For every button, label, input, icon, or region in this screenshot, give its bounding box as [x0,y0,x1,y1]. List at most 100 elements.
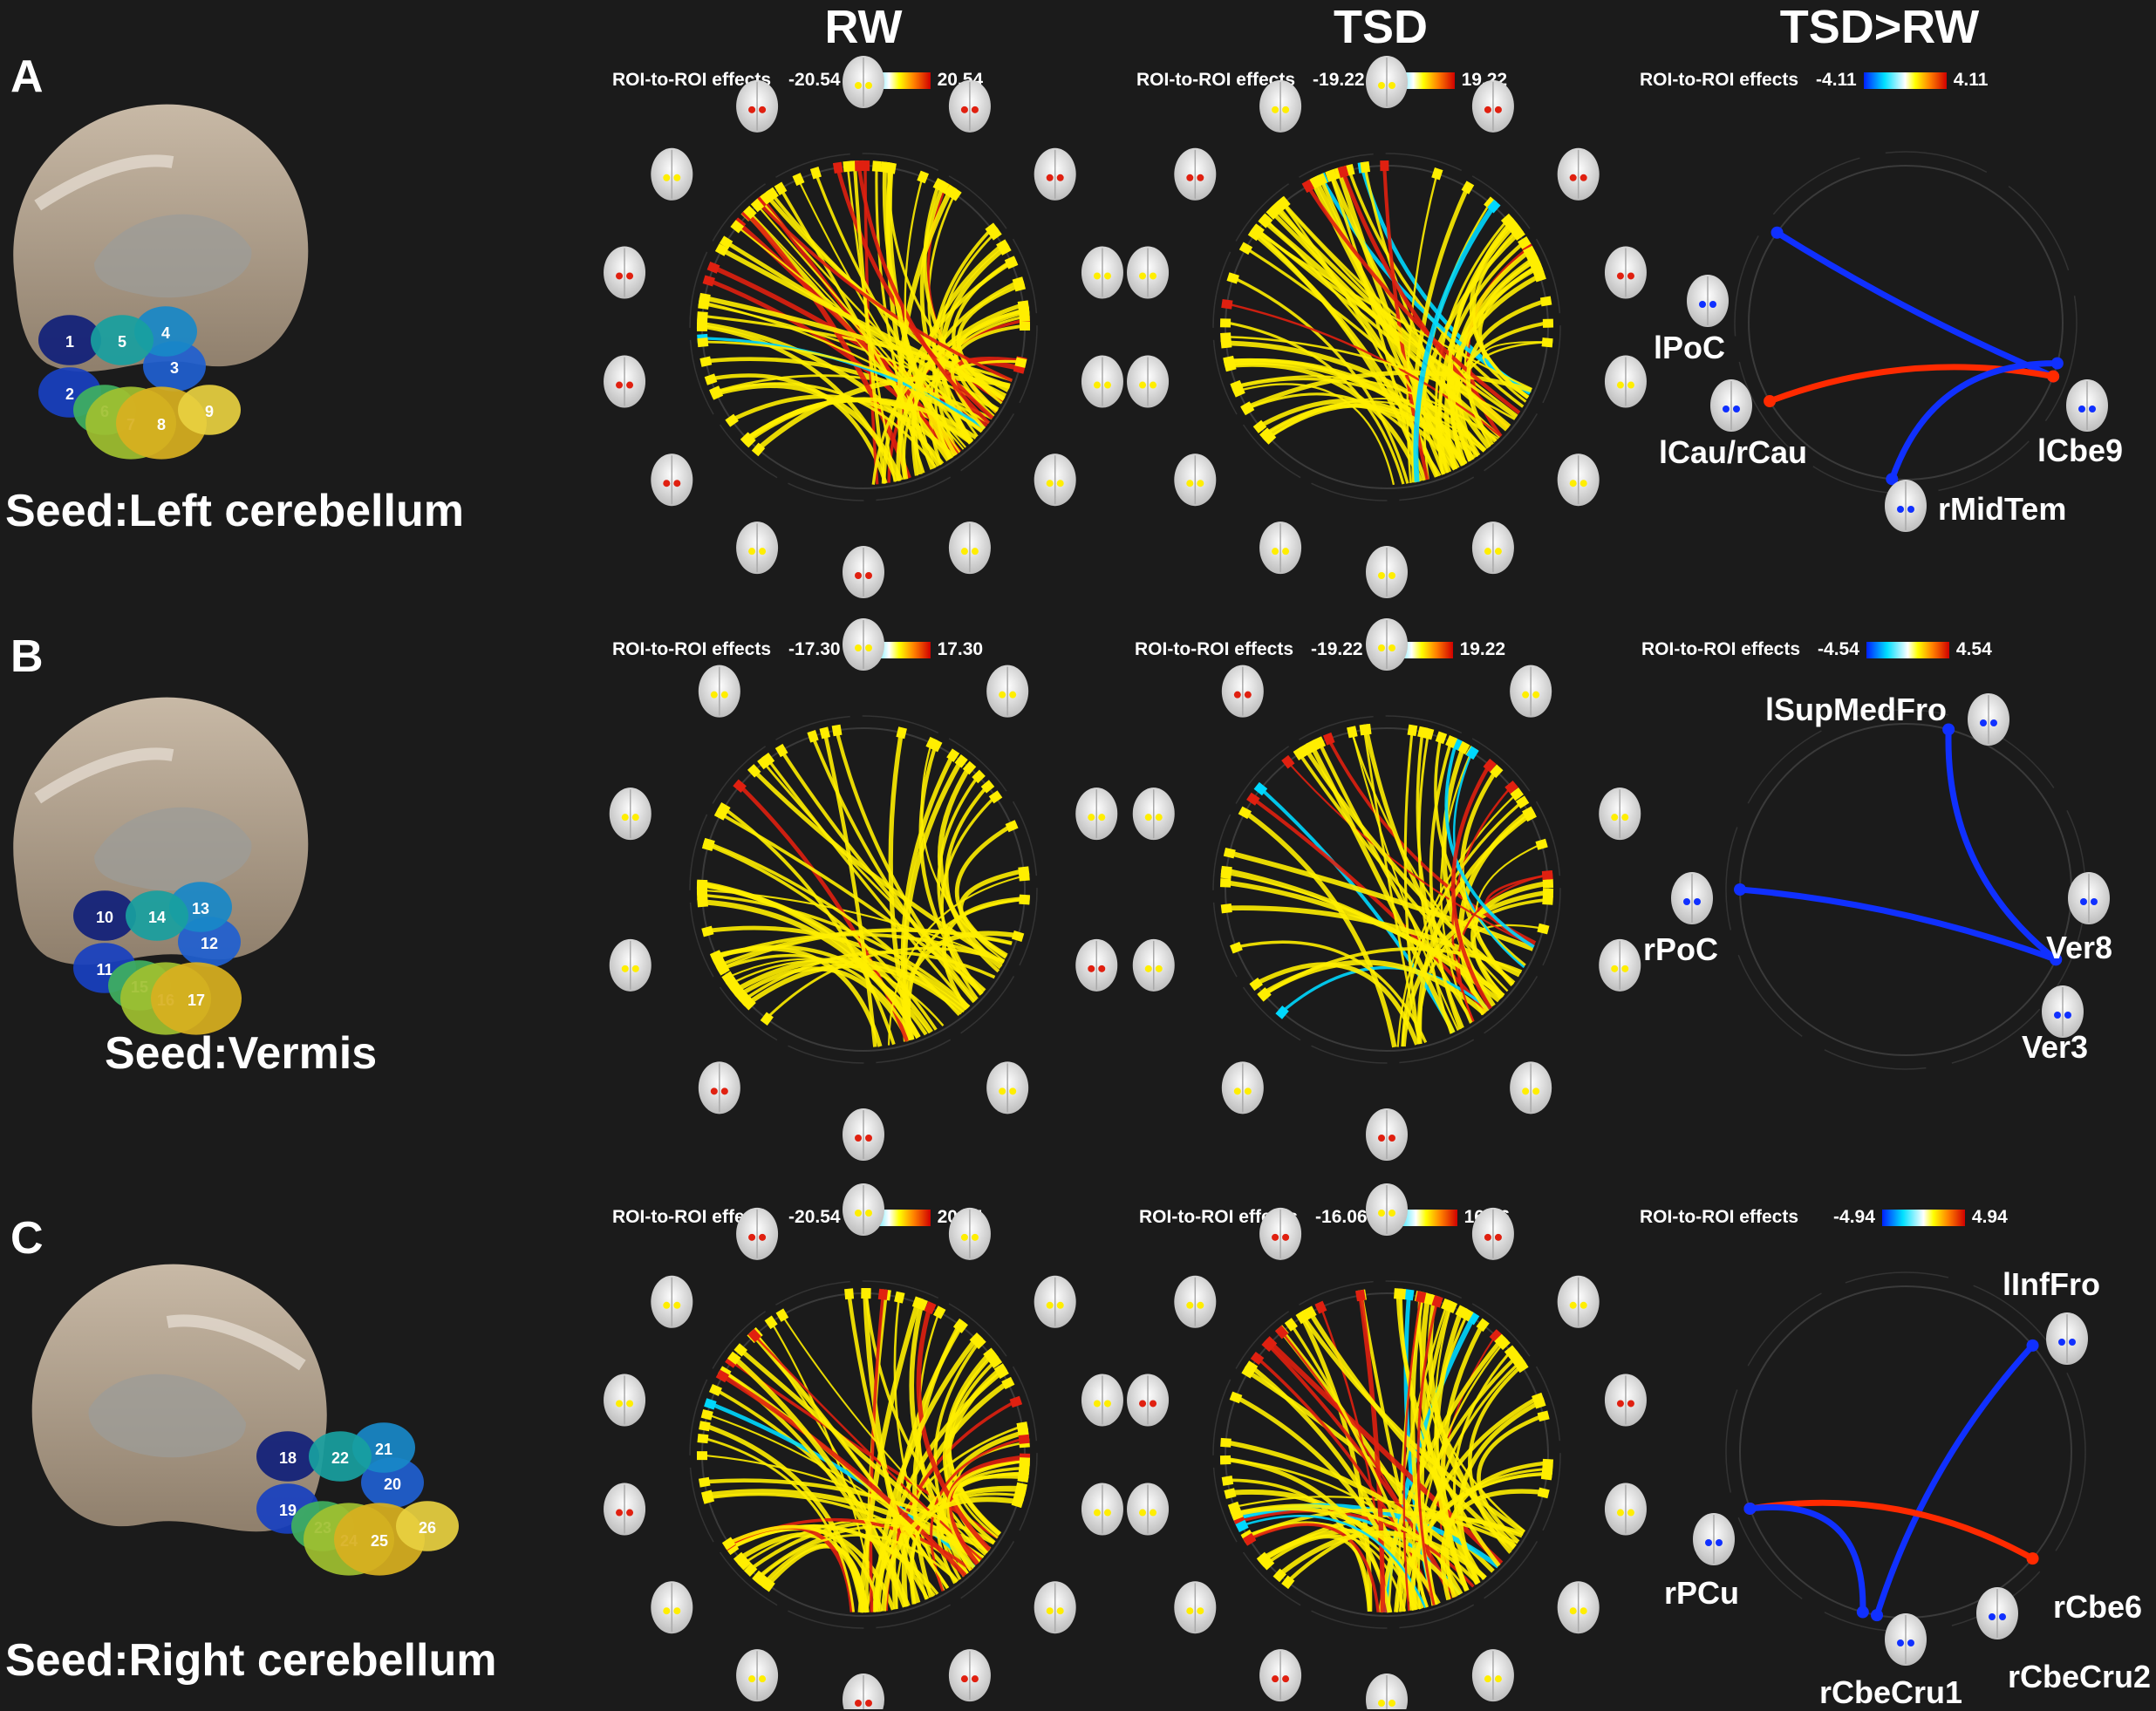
roi-node [890,163,892,174]
roi-marker [1378,644,1385,651]
roi-node [1342,167,1345,177]
roi-brain-thumbnail [949,1649,991,1701]
roi-marker [1532,692,1539,699]
roi-node [756,1574,763,1582]
roi-brain-thumbnail [843,56,884,108]
roi-brain-thumbnail [604,356,645,408]
roi-marker [1733,406,1740,412]
connectogram-row0-col1 [1213,153,1560,501]
roi-node [1364,162,1366,173]
roi-marker [1522,692,1529,699]
roi-marker [1897,1639,1904,1646]
roi-brain-thumbnail [986,665,1028,718]
roi-node [1327,734,1331,744]
roi-marker [961,1234,968,1241]
roi-node [1743,1503,1756,1515]
roi-marker [616,1510,623,1517]
roi-node [1542,1475,1552,1476]
lobule-number-3: 3 [170,359,179,377]
roi-brain-thumbnail [1605,1483,1647,1536]
roi-marker [1999,1613,2006,1620]
roi-marker [1094,382,1101,389]
roi-node [1764,395,1776,407]
roi-marker [711,692,718,699]
roi-brain-thumbnail [1127,1374,1169,1426]
roi-marker [2078,406,2085,412]
roi-node [1507,1348,1515,1355]
roi-marker [1907,1639,1914,1646]
roi-node [1279,1008,1286,1016]
roi-marker [1378,1700,1385,1707]
roi-marker [1272,1234,1279,1241]
roi-node [815,167,818,177]
roi-marker [1057,480,1064,487]
roi-node [699,302,709,303]
roi-node [1507,784,1515,791]
roi-brain-thumbnail [1510,1061,1552,1114]
roi-node [937,1308,942,1318]
roi-node [698,1438,708,1439]
lobule-number-11: 11 [96,961,113,978]
roi-node [1019,870,1029,871]
roi-marker [1139,382,1146,389]
connectogram-row1-col1 [1213,716,1560,1063]
roi-node [704,279,713,282]
roi-node [1318,738,1322,747]
roi-marker [1272,1675,1279,1682]
roi-node [1225,365,1236,367]
roi-node [1461,743,1466,753]
roi-marker [1580,174,1587,181]
roi-marker [1186,480,1193,487]
roi-marker [1907,506,1914,513]
roi-marker [663,1302,670,1309]
roi-node [1019,1473,1029,1474]
roi-node [1241,246,1250,251]
roi-node [1222,303,1232,305]
roi-node [1259,1555,1267,1562]
roi-marker [2064,1012,2071,1019]
roi-node [1306,181,1311,190]
roi-marker [1570,480,1577,487]
difference-connection [1892,364,2057,480]
roi-node [1500,1339,1508,1346]
roi-brain-thumbnail [1510,665,1552,718]
roi-brain-thumbnail [1174,1276,1216,1328]
roi-brain-thumbnail [1605,356,1647,408]
roi-marker [1522,1087,1529,1094]
roi-node [1253,228,1262,234]
roi-marker [759,548,766,555]
roi-brain-thumbnail [1259,1208,1301,1260]
roi-node [718,965,727,971]
roi-brain-thumbnail [1133,787,1175,840]
roi-marker [673,1302,680,1309]
roi-marker [1627,382,1634,389]
roi-brain-thumbnail [1968,693,2009,746]
roi-marker [1186,1607,1193,1614]
roi-node [1020,899,1030,900]
roi-node [780,1311,785,1319]
roi-marker [1156,965,1163,972]
roi-node [778,184,783,193]
roi-node [700,360,711,363]
roi-node [958,757,964,766]
roi-node [779,746,784,754]
roi-node [1470,748,1475,757]
roi-marker [721,1087,728,1094]
roi-brain-thumbnail [1599,939,1641,992]
roi-node [937,180,942,189]
roi-marker [748,106,755,113]
roi-node [1525,249,1534,255]
roi-node [1427,729,1429,740]
roi-node [733,223,741,229]
roi-marker [999,692,1006,699]
roi-node [1520,240,1529,245]
lobule-number-8: 8 [157,416,166,433]
roi-marker [1705,1539,1712,1546]
roi-node [1245,1537,1254,1542]
roi-brain-thumbnail [1472,80,1514,133]
roi-label-rcbecru2: rCbeCru2 [2008,1659,2151,1695]
roi-marker [1156,814,1163,821]
roi-brain-thumbnail [1558,453,1600,506]
roi-label-lcau-rcau: lCau/rCau [1659,434,1807,471]
